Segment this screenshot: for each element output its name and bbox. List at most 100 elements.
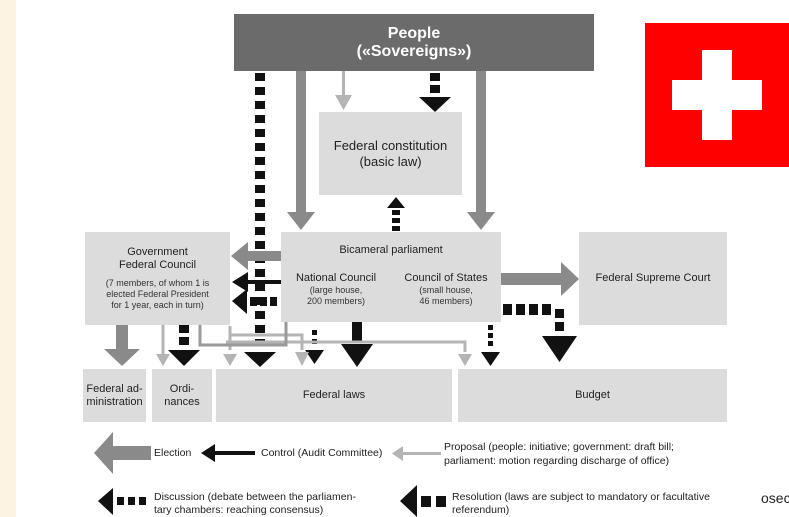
discussion-gov-dash-1 [250, 297, 257, 306]
legend-discussion-line1: Discussion (debate between the parliamen… [154, 491, 356, 503]
constitution-line2: (basic law) [359, 153, 422, 169]
discussion-gov-arrowhead [232, 289, 247, 314]
government-detail-3: for 1 year, each in turn) [111, 300, 204, 310]
federal-administration-line2: ministration [86, 395, 143, 408]
ordinances-line1: Ordi- [169, 382, 195, 395]
proposal-ord-arrowhead [156, 354, 170, 366]
legend-control-label: Control (Audit Committee) [261, 447, 383, 459]
government-detail-1: (7 members, of whom 1 is [105, 278, 210, 288]
discussion-laws-arrowhead [305, 350, 324, 364]
constitution-box: Federal constitution (basic law) [319, 112, 462, 195]
resolution-budget-dash-1 [503, 304, 512, 315]
parliament-const-dash-2 [392, 218, 400, 223]
people-to-parliament-left-arrow [296, 71, 306, 212]
legend-proposal-line2: parliament: motion regarding discharge o… [444, 455, 670, 467]
people-laws-dash-15 [255, 269, 265, 277]
government-detail-2: elected Federal President [106, 289, 209, 299]
ordinances-box: Ordi- nances [152, 369, 212, 422]
people-laws-dash-2 [255, 87, 265, 95]
swiss-flag [645, 23, 789, 167]
discussion-budget-dash-1 [488, 325, 493, 330]
election-gov-arrowhead [231, 242, 248, 270]
resolution-budget-dash-3 [529, 304, 538, 315]
government-box: Government Federal Council (7 members, o… [85, 232, 230, 325]
people-title: People [387, 24, 441, 42]
discussion-gov-dash-2 [260, 297, 267, 306]
federal-supreme-court-box: Federal Supreme Court [579, 232, 727, 325]
gov-to-admin-arrowhead [104, 349, 140, 366]
people-to-constitution-dash-arrowhead [419, 97, 451, 112]
diagram-canvas: People («Sovereigns») Federal constituti… [16, 0, 789, 517]
federal-administration-line1: Federal ad- [86, 382, 143, 395]
council-of-states: Council of States (small house, 46 membe… [396, 272, 496, 307]
legend-discussion-line2: tary chambers: reaching consensus) [154, 504, 324, 516]
people-box: People («Sovereigns») [234, 14, 594, 71]
government-line2: Federal Council [118, 259, 197, 271]
gov-to-ord-dash-2 [179, 337, 189, 345]
gov-laws-connector [198, 322, 288, 347]
legend-resolution-arrow [400, 485, 446, 517]
people-dash-1 [430, 73, 440, 81]
flag-cross-vertical [702, 50, 732, 140]
people-laws-dash-4 [255, 115, 265, 123]
ordinances-line2: nances [164, 395, 200, 408]
people-to-parliament-right-arrowhead [467, 212, 495, 230]
legend-resolution-line2: referendum) [452, 504, 510, 516]
discussion-budget-dash-2 [488, 333, 493, 338]
people-to-parliament-right-arrow [476, 71, 486, 212]
federal-administration-box: Federal ad- ministration [83, 369, 146, 422]
people-to-constitution-thin-arrow [342, 71, 345, 95]
resolution-budget-dash-6 [555, 322, 564, 331]
people-laws-dash-9 [255, 185, 265, 193]
budget-box: Budget [458, 369, 727, 422]
gov-to-ord-arrowhead [168, 350, 200, 366]
legend-election-arrow [94, 432, 151, 474]
arrows-layer [94, 71, 579, 517]
people-laws-dash-8 [255, 171, 265, 179]
people-to-constitution-thin-arrowhead [335, 95, 352, 110]
legend-proposal-arrow [392, 446, 441, 461]
people-laws-dash-19 [255, 325, 265, 333]
parliament-const-dash-3 [392, 226, 400, 231]
legend-resolution-line1: Resolution (laws are subject to mandator… [452, 491, 710, 503]
election-court-arrowhead [561, 262, 579, 296]
resolution-budget-dash-4 [542, 304, 551, 315]
people-laws-dash-5 [255, 129, 265, 137]
people-subtitle: («Sovereigns») [356, 42, 472, 60]
national-council-detail1: (large house, [309, 285, 363, 295]
council-of-states-detail1: (small house, [419, 285, 473, 295]
legend-proposal-line1: Proposal (people: initiative; government… [444, 441, 674, 453]
election-court-arrow-shaft [501, 273, 561, 285]
proposal-right-arrowhead [458, 354, 472, 366]
people-laws-dash-11 [255, 213, 265, 221]
discussion-budget-arrowhead [481, 352, 500, 366]
constitution-line1: Federal constitution [333, 137, 448, 153]
parliament-to-constitution-arrowhead [387, 197, 405, 208]
federal-supreme-court-label: Federal Supreme Court [595, 272, 711, 284]
council-of-states-name: Council of States [404, 272, 488, 284]
council-of-states-detail2: 46 members) [419, 296, 473, 306]
people-laws-dash-12 [255, 227, 265, 235]
proposal-line-right [226, 340, 467, 352]
legend-discussion-arrow [98, 488, 146, 515]
resolution-budget-dash-5 [555, 309, 564, 318]
parliament-const-dash-1 [392, 210, 400, 215]
proposal-mid-arrowhead [295, 352, 309, 366]
people-laws-dash-3 [255, 101, 265, 109]
government-line1: Government [127, 246, 188, 258]
people-laws-dash-16 [255, 283, 265, 291]
resolution-laws-shaft [352, 322, 362, 342]
legend-control-arrow [201, 444, 255, 462]
resolution-laws-arrowhead [341, 344, 373, 367]
national-council-detail2: 200 members) [306, 296, 366, 306]
people-laws-dash-13 [255, 241, 265, 249]
discussion-gov-dash-3 [270, 297, 277, 306]
people-laws-dash-10 [255, 199, 265, 207]
people-laws-dash-6 [255, 143, 265, 151]
discussion-budget-dash-3 [488, 341, 493, 346]
people-laws-dash-1 [255, 73, 265, 81]
people-dash-2 [430, 85, 440, 93]
budget-label: Budget [575, 389, 610, 401]
parliament-title: Bicameral parliament [339, 244, 443, 256]
